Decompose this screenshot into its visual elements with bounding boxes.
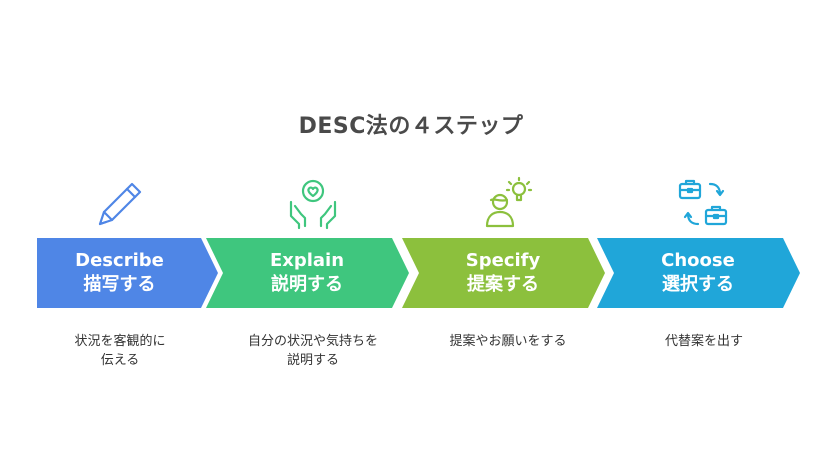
briefcase-swap-icon [676, 176, 732, 232]
step-explain-name: Explain [269, 250, 345, 271]
step-specify-shape [402, 238, 605, 308]
step-describe-jp: 描写する [83, 274, 156, 295]
desc-line: 伝える [100, 353, 140, 368]
step-specify: Specify 提案する [402, 238, 605, 308]
desc-line: 代替案を出す [664, 334, 743, 349]
desc-line: 自分の状況や気持ちを [247, 334, 378, 349]
step-explain-desc: 自分の状況や気持ちを 説明する [223, 332, 403, 370]
step-explain-jp: 説明する [271, 274, 343, 295]
step-describe: Describe 描写する [37, 238, 218, 308]
pencil-icon [92, 176, 148, 232]
person-idea-icon [481, 176, 537, 232]
desc-line: 提案やお願いをする [449, 334, 567, 349]
step-choose: Choose 選択する [597, 238, 800, 308]
step-describe-shape [37, 238, 218, 308]
step-specify-name: Specify [465, 250, 541, 271]
step-explain: Explain 説明する [206, 238, 409, 308]
step-specify-desc: 提案やお願いをする [418, 332, 598, 351]
desc-line: 状況を客観的に [74, 334, 166, 349]
step-choose-jp: 選択する [662, 274, 734, 295]
step-describe-name: Describe [75, 250, 164, 271]
step-explain-shape [206, 238, 409, 308]
step-describe-desc: 状況を客観的に 伝える [30, 332, 210, 370]
step-choose-desc: 代替案を出す [614, 332, 794, 351]
step-specify-jp: 提案する [467, 274, 539, 295]
heart-hands-icon [285, 176, 341, 232]
step-choose-name: Choose [661, 250, 735, 271]
step-choose-shape [597, 238, 800, 308]
desc-line: 説明する [286, 353, 339, 368]
diagram-title: DESC法の４ステップ [298, 114, 524, 139]
